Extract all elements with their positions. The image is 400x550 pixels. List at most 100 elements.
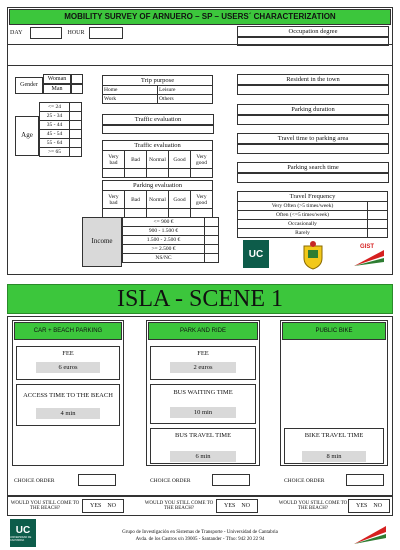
scale-check[interactable]: [124, 168, 147, 178]
choice-order-input[interactable]: [212, 474, 250, 486]
frequency-table: Travel Frequency Very Often (>5 times/we…: [237, 191, 388, 238]
footer-text: Grupo de Investigación en Sistemas de Tr…: [122, 530, 278, 542]
traffic-eval-label: Traffic evaluation: [102, 114, 214, 125]
attribute-label: BIKE TRAVEL TIME: [304, 432, 364, 440]
age-option[interactable]: 35 - 44: [39, 120, 70, 130]
age-check[interactable]: [69, 120, 82, 130]
age-option[interactable]: >= 65: [39, 147, 70, 157]
scale-very-bad[interactable]: Very bad: [102, 190, 125, 209]
gist-logo: GIST: [352, 244, 386, 268]
income-check[interactable]: [204, 244, 219, 254]
parking-eval-label: Parking evaluation: [102, 180, 213, 191]
still-beach-answer[interactable]: YES NO: [82, 499, 124, 513]
income-check[interactable]: [204, 217, 219, 227]
trip-option-others[interactable]: Others: [157, 94, 213, 104]
choice-order-label: CHOICE ORDER: [284, 478, 325, 484]
trip-option-work[interactable]: Work: [102, 94, 158, 104]
occupation-input[interactable]: [237, 37, 389, 46]
income-check[interactable]: [204, 253, 219, 263]
age-check[interactable]: [69, 102, 82, 112]
income-option[interactable]: <= 900 €: [122, 217, 205, 227]
scale-bad[interactable]: Bad: [124, 150, 147, 169]
income-option[interactable]: 1.500 - 2.500 €: [122, 235, 205, 245]
scale-normal[interactable]: Normal: [146, 150, 169, 169]
choice-order-input[interactable]: [346, 474, 384, 486]
still-beach-frame: [7, 496, 393, 516]
uc-logo: UC: [243, 240, 269, 268]
scale-check[interactable]: [102, 168, 125, 178]
hour-input[interactable]: [89, 27, 123, 39]
travel-time-input[interactable]: [237, 144, 389, 154]
attribute-label: ACCESS TIME TO THE BEACH: [23, 392, 113, 400]
scale-normal[interactable]: Normal: [146, 190, 169, 209]
age-option[interactable]: <= 24: [39, 102, 70, 112]
still-beach-answer[interactable]: YES NO: [348, 499, 390, 513]
trip-purpose-label: Trip purpose: [102, 75, 213, 86]
trip-option-home[interactable]: Home: [102, 85, 158, 95]
income-check[interactable]: [204, 235, 219, 245]
parking-search-input[interactable]: [237, 173, 389, 183]
frequency-option[interactable]: Rarely: [237, 228, 368, 238]
traffic-eval-input[interactable]: [102, 125, 214, 134]
age-check[interactable]: [69, 111, 82, 121]
no-option[interactable]: NO: [373, 502, 382, 509]
scale-very-good[interactable]: Very good: [190, 150, 213, 169]
still-beach-answer[interactable]: YES NO: [216, 499, 258, 513]
trip-option-leisure[interactable]: Leisure: [157, 85, 213, 95]
frequency-option[interactable]: Occasionally: [237, 219, 368, 229]
age-option[interactable]: 45 - 54: [39, 129, 70, 139]
travel-time-label: Travel time to parking area: [237, 133, 389, 144]
scale-very-bad[interactable]: Very bad: [102, 150, 125, 169]
footer-uc-logo: UC UNIVERSIDAD DE CANTABRIA: [10, 519, 36, 547]
age-check[interactable]: [69, 138, 82, 148]
scale-good[interactable]: Good: [168, 190, 191, 209]
frequency-option[interactable]: Very Often (>5 times/week): [237, 201, 368, 211]
frequency-check[interactable]: [367, 219, 388, 229]
frequency-option[interactable]: Often (<=5 times/week): [237, 210, 368, 220]
income-option[interactable]: >= 2.500 €: [122, 244, 205, 254]
no-option[interactable]: NO: [107, 502, 116, 509]
attribute-value: 8 min: [302, 451, 366, 462]
scale-check[interactable]: [168, 168, 191, 178]
choice-order-label: CHOICE ORDER: [150, 478, 191, 484]
income-table: <= 900 € 900 - 1.500 € 1.500 - 2.500 € >…: [122, 217, 219, 263]
occupation-label: Occupation degree: [237, 26, 389, 37]
age-check[interactable]: [69, 129, 82, 139]
age-option[interactable]: 55 - 64: [39, 138, 70, 148]
yes-option[interactable]: YES: [355, 502, 368, 509]
survey-frame: [7, 7, 393, 275]
choice-order-input[interactable]: [78, 474, 116, 486]
income-check[interactable]: [204, 226, 219, 236]
age-option[interactable]: 25 - 34: [39, 111, 70, 121]
scale-check[interactable]: [190, 168, 213, 178]
still-beach-question: WOULD YOU STILL COME TO THE BEACH?: [278, 500, 348, 512]
scale-good[interactable]: Good: [168, 150, 191, 169]
age-check[interactable]: [69, 147, 82, 157]
yes-option[interactable]: YES: [223, 502, 236, 509]
scale-check[interactable]: [146, 168, 169, 178]
frequency-check[interactable]: [367, 228, 388, 238]
attribute-value: 6 euros: [36, 362, 100, 373]
gender-check[interactable]: [71, 74, 83, 84]
resident-input[interactable]: [237, 85, 389, 95]
yes-option[interactable]: YES: [89, 502, 102, 509]
parking-duration-input[interactable]: [237, 115, 389, 125]
income-option[interactable]: NS/NC: [122, 253, 205, 263]
income-label: Income: [82, 217, 122, 267]
scale-very-good[interactable]: Very good: [190, 190, 213, 209]
day-input[interactable]: [30, 27, 62, 39]
scene-frame: [7, 316, 393, 496]
still-beach-question: WOULD YOU STILL COME TO THE BEACH?: [10, 500, 80, 512]
frequency-check[interactable]: [367, 210, 388, 220]
divider: [7, 44, 393, 45]
no-option[interactable]: NO: [241, 502, 250, 509]
gender-option-woman[interactable]: Woman: [43, 74, 71, 84]
still-beach-question: WOULD YOU STILL COME TO THE BEACH?: [144, 500, 214, 512]
traffic-eval-scale: Traffic evaluation Very bad Bad Normal G…: [102, 140, 213, 178]
income-option[interactable]: 900 - 1.500 €: [122, 226, 205, 236]
scale-bad[interactable]: Bad: [124, 190, 147, 209]
frequency-check[interactable]: [367, 201, 388, 211]
gender-option-man[interactable]: Man: [43, 84, 71, 94]
gender-check[interactable]: [71, 84, 83, 94]
day-label: DAY: [10, 29, 23, 36]
